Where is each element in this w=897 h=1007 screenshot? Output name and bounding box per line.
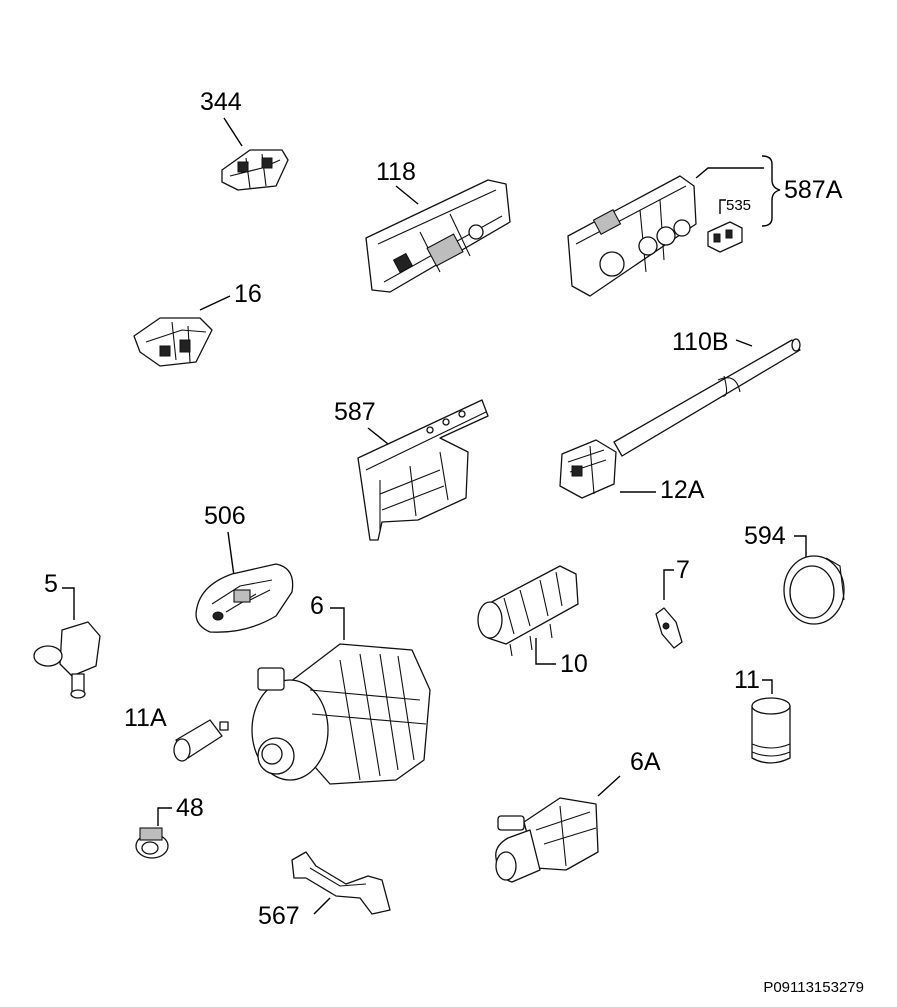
part-5[interactable]: 5 xyxy=(33,570,101,699)
part-118-drawing xyxy=(365,179,511,293)
part-label-16: 16 xyxy=(234,280,262,308)
part-label-506: 506 xyxy=(204,502,246,530)
part-587A[interactable]: 587A xyxy=(567,155,843,297)
part-16-drawing xyxy=(133,317,213,367)
part-344-drawing xyxy=(221,149,289,191)
part-506[interactable]: 506 xyxy=(195,502,294,633)
part-7-drawing xyxy=(655,607,683,649)
part-5-drawing xyxy=(33,621,101,699)
part-594[interactable]: 594 xyxy=(744,522,845,625)
part-16[interactable]: 16 xyxy=(133,280,262,367)
part-label-6A: 6A xyxy=(630,748,661,776)
part-label-11A: 11A xyxy=(124,704,167,732)
part-6[interactable]: 6 xyxy=(251,592,431,785)
part-10[interactable]: 10 xyxy=(477,565,588,678)
part-12A[interactable]: 12A xyxy=(559,439,705,504)
part-label-118: 118 xyxy=(376,158,416,186)
part-587[interactable]: 587 xyxy=(334,398,489,541)
part-11[interactable]: 11 xyxy=(734,666,791,764)
part-label-567: 567 xyxy=(258,902,300,930)
part-48[interactable]: 48 xyxy=(135,794,204,859)
part-label-110B: 110B xyxy=(672,328,729,356)
part-567[interactable]: 567 xyxy=(258,851,391,930)
part-label-7: 7 xyxy=(676,556,690,584)
part-10-drawing xyxy=(477,565,579,657)
reference-code: P09113153279 xyxy=(763,979,864,996)
part-48-drawing xyxy=(135,827,169,859)
part-587-drawing xyxy=(357,399,489,541)
part-594-drawing xyxy=(783,555,845,625)
part-535-drawing xyxy=(707,221,743,253)
part-label-587: 587 xyxy=(334,398,376,426)
part-535[interactable]: 535 xyxy=(707,197,751,253)
part-label-587A: 587A xyxy=(784,176,843,204)
part-506-drawing xyxy=(195,563,294,633)
part-11A[interactable]: 11A xyxy=(124,704,229,762)
part-344[interactable]: 344 xyxy=(200,88,289,191)
part-118[interactable]: 118 xyxy=(365,158,511,293)
part-label-10: 10 xyxy=(560,650,588,678)
part-11A-drawing xyxy=(173,719,229,762)
part-7[interactable]: 7 xyxy=(655,556,690,649)
part-12A-drawing xyxy=(559,439,617,499)
part-label-11: 11 xyxy=(734,666,760,694)
part-label-12A: 12A xyxy=(660,476,705,504)
part-6A[interactable]: 6A xyxy=(495,748,661,883)
part-label-594: 594 xyxy=(744,522,786,550)
part-567-drawing xyxy=(291,851,391,915)
part-110B[interactable]: 110B xyxy=(613,328,801,457)
part-label-6: 6 xyxy=(310,592,324,620)
part-6-drawing xyxy=(251,643,431,785)
part-label-344: 344 xyxy=(200,88,242,116)
part-6A-drawing xyxy=(495,797,599,883)
part-label-5: 5 xyxy=(44,570,58,598)
part-110B-drawing xyxy=(613,338,801,457)
part-11-drawing xyxy=(751,697,791,764)
part-label-48: 48 xyxy=(176,794,204,822)
part-587A-drawing xyxy=(567,175,697,297)
part-label-535: 535 xyxy=(726,197,751,214)
